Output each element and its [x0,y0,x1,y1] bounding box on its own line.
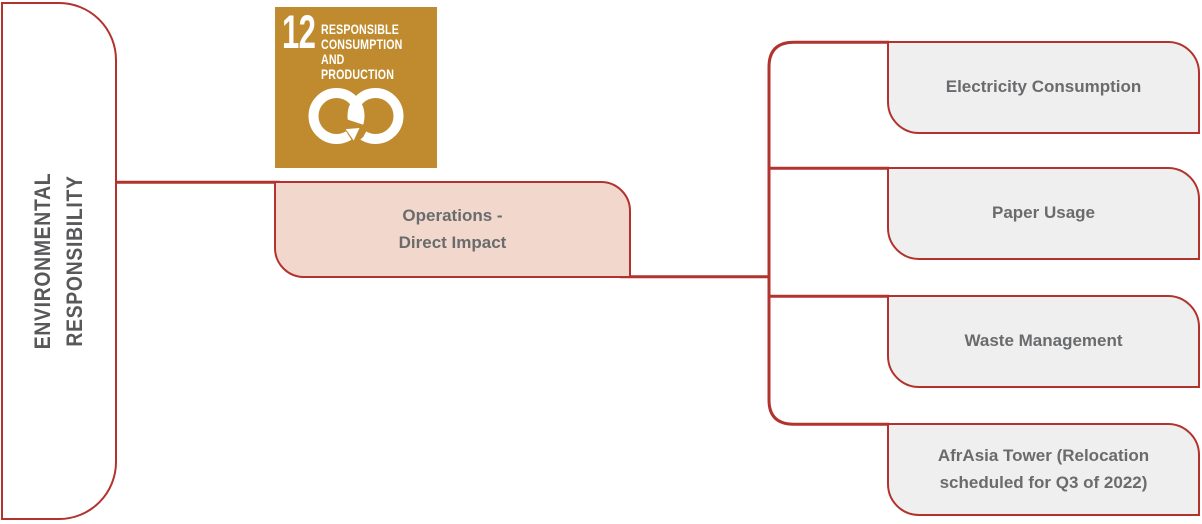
root-node-environmental-responsibility: ENVIRONMENTAL RESPONSIBILITY [1,2,117,520]
sdg12-goal-title: RESPONSIBLE CONSUMPTION AND PRODUCTION [321,21,403,82]
leaf-node-electricity-consumption: Electricity Consumption [887,41,1200,134]
infinity-loop-arrow-icon [308,88,404,145]
leaf-node-paper-usage: Paper Usage [887,167,1200,260]
leaf-node-label: Paper Usage [992,203,1095,223]
sdg12-number: 12 [282,5,316,58]
leaf-node-afrasia-tower: AfrAsia Tower (Relocation scheduled for … [887,423,1200,516]
trunk-line [767,40,889,426]
sdg12-badge: 12 RESPONSIBLE CONSUMPTION AND PRODUCTIO… [275,7,437,168]
leaf-node-label: AfrAsia Tower (Relocation scheduled for … [937,446,1150,492]
mid-node-operations-direct-impact: Operations - Direct Impact [274,181,631,278]
leaf-node-label: Electricity Consumption [945,77,1142,97]
leaf-node-waste-management: Waste Management [887,295,1200,388]
root-node-title: ENVIRONMENTAL RESPONSIBILITY [30,172,87,350]
leaf-node-label: Waste Management [964,331,1123,351]
mid-node-label: Operations - Direct Impact [398,206,507,252]
